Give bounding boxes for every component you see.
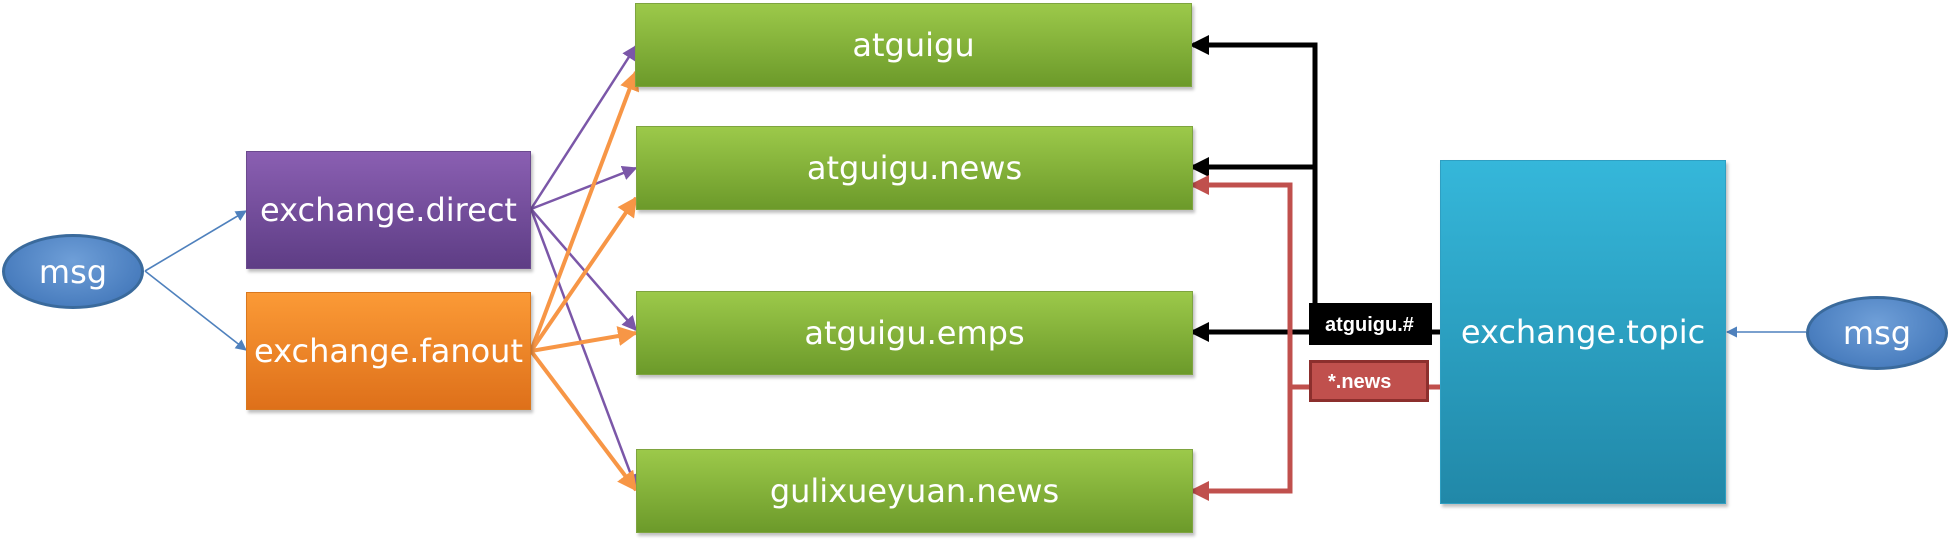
- edge-topic-black-to-atguigu: [1189, 35, 1318, 332]
- edge-fanout-to-atguigu-news: [529, 196, 638, 353]
- queue-gulixueyuan-news: gulixueyuan.news: [636, 449, 1193, 533]
- queue-atguigu: atguigu: [635, 3, 1192, 87]
- edge-fanout-to-atguigu-emps: [530, 326, 638, 353]
- queue-atguigu-emps: atguigu.emps: [636, 291, 1193, 375]
- exchange-direct: exchange.direct: [246, 151, 531, 269]
- edge-msg-to-fanout: [144, 270, 247, 351]
- queue-atguigu-news: atguigu.news: [636, 126, 1193, 210]
- routing-key-atguigu-hash: atguigu.#: [1309, 303, 1432, 345]
- routing-key-star-news: *.news: [1309, 360, 1429, 402]
- edge-msg-to-direct: [144, 210, 247, 272]
- exchange-fanout: exchange.fanout: [246, 292, 531, 410]
- edge-fanout-to-gulixueyuan-news: [529, 349, 638, 492]
- edge-direct-to-atguigu: [529, 44, 638, 210]
- exchange-topic: exchange.topic: [1440, 160, 1726, 504]
- edge-direct-to-atguigu-news: [530, 165, 638, 211]
- producer-msg-right: msg: [1806, 296, 1948, 370]
- edge-direct-to-gulixueyuan-news: [529, 208, 639, 490]
- edge-direct-to-atguigu-emps: [530, 208, 637, 332]
- edge-topic-red-to-gulixueyuan-news: [1189, 387, 1293, 501]
- edge-fanout-to-atguigu: [529, 70, 640, 352]
- producer-msg-left: msg: [2, 234, 144, 309]
